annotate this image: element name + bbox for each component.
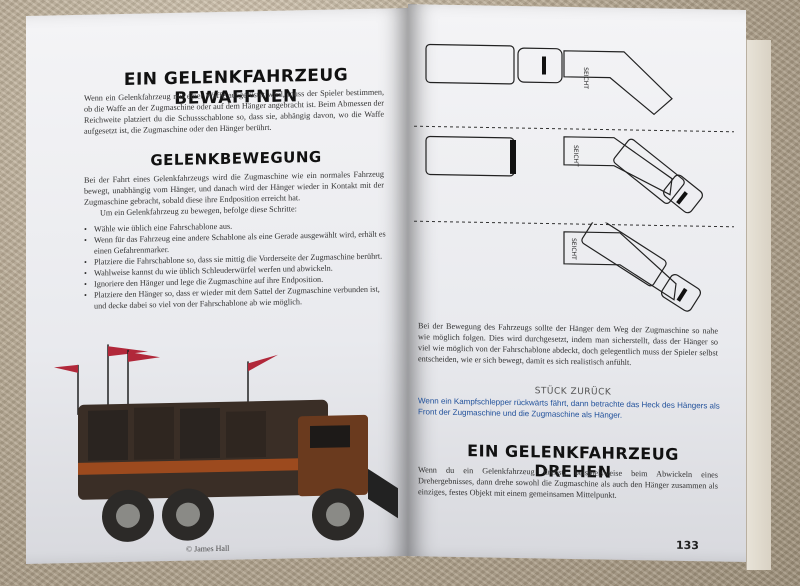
right-page: SEICHT SEICHT SEICHT Bei der Bewegung de… bbox=[408, 4, 746, 563]
arming-paragraph: Wenn ein Gelenkfahrzeug mit einer Waffe … bbox=[84, 87, 384, 136]
template-label: SEICHT bbox=[582, 67, 589, 89]
left-page: EIN GELENKFAHRZEUG BEWAFFNEN Wenn ein Ge… bbox=[26, 7, 408, 565]
photo-credit: © James Hall bbox=[186, 543, 230, 554]
turning-paragraph: Wenn du ein Gelenkfahrzeug drehst, beisp… bbox=[418, 465, 718, 500]
sidebar-box-text: Wenn ein Kampfschlepper rückwärts fährt,… bbox=[418, 396, 720, 420]
page-number: 133 bbox=[676, 538, 699, 553]
straight-move-diagram: SEICHT bbox=[425, 43, 673, 116]
war-rig-truck-photo bbox=[54, 344, 398, 542]
steps-list: Wähle wie üblich eine Fahrschablone aus.… bbox=[84, 217, 394, 311]
template-label: SEICHT bbox=[572, 145, 579, 167]
trailer-follow-diagram: SEICHT bbox=[414, 219, 734, 312]
open-book: EIN GELENKFAHRZEUG BEWAFFNEN Wenn ein Ge… bbox=[18, 4, 788, 576]
book-cover-edge bbox=[746, 40, 771, 570]
template-label: SEICHT bbox=[570, 238, 577, 260]
turn-move-diagram: SEICHT bbox=[414, 125, 734, 214]
follow-paragraph: Bei der Bewegung des Fahrzeugs sollte de… bbox=[418, 321, 718, 367]
movement-subtitle: GELENKBEWEGUNG bbox=[150, 147, 322, 170]
